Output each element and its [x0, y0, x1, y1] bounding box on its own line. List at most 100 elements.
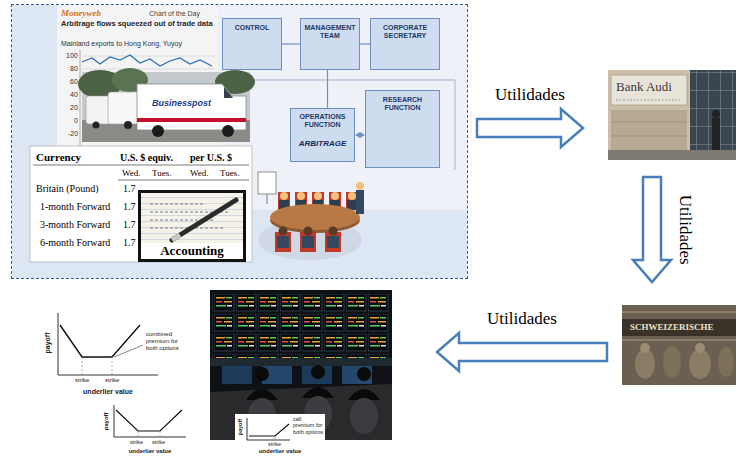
node-text: payoff — [103, 412, 110, 430]
van-photo — [93, 122, 100, 129]
node-text: 1.7 — [123, 201, 136, 213]
node-text: 1.7 — [123, 183, 136, 195]
payoff-chart-drawing — [235, 414, 325, 457]
van-photo — [124, 121, 132, 129]
connector-line — [355, 132, 365, 138]
meeting-clipart — [280, 192, 288, 200]
node-text: RESEARCH FUNCTION — [368, 96, 437, 112]
node-text: Wed. — [122, 168, 141, 178]
block-arrow — [633, 177, 671, 282]
node-text: ARBITRAGE — [293, 139, 352, 148]
axis-tick-label: 100 — [66, 52, 78, 60]
van-photo — [78, 68, 255, 142]
meeting-clipart — [348, 192, 356, 200]
bank-photo — [622, 305, 736, 385]
van-photo — [224, 87, 233, 98]
bank-photo — [695, 343, 705, 353]
node-text: Chart of the Day — [149, 10, 200, 18]
node-text: U.S. $ equiv. — [120, 152, 173, 164]
payoff-chart-drawing — [235, 414, 325, 457]
bank-photo — [622, 319, 736, 336]
connector-line — [282, 44, 300, 45]
node-text: Bank Audi — [616, 80, 672, 95]
currency-table-sheet — [30, 146, 252, 262]
org-chart-sheet — [240, 80, 455, 170]
connector-line — [327, 70, 328, 108]
payoff-chart: payoffstrikestrikecombined premium for b… — [40, 305, 190, 400]
chart-sheet — [80, 50, 81, 145]
node-text: Mainland exports to Hong Kong, Yuyoy — [61, 40, 182, 48]
block-arrow — [437, 333, 607, 371]
node-text: call premium for both options — [293, 416, 323, 435]
bank-photo — [608, 70, 736, 160]
group-ground — [12, 5, 467, 278]
meeting-clipart — [331, 192, 339, 200]
trading-floor-photo — [342, 366, 372, 384]
bank-photo — [611, 122, 687, 136]
meeting-clipart — [304, 227, 313, 236]
arrow-head — [355, 132, 360, 138]
bank-photo — [608, 70, 736, 160]
meeting-clipart — [327, 236, 339, 248]
trading-floor-photo — [222, 366, 252, 384]
chart-sheet — [82, 56, 215, 69]
accounting-photo — [150, 204, 230, 228]
edge-label: Utilidades — [487, 309, 557, 329]
accounting-photo — [138, 190, 246, 262]
node-text: Arbitrage flows squeezed out of trade da… — [61, 20, 214, 29]
payoff-chart-drawing — [138, 431, 160, 437]
accounting-photo — [138, 190, 246, 262]
accounting-photo — [172, 235, 180, 240]
payoff-chart-drawing — [114, 405, 186, 437]
node-text: Businesspost — [152, 98, 211, 108]
payoff-chart-drawing — [275, 436, 276, 440]
meeting-clipart — [277, 236, 289, 248]
node-text: strike — [130, 439, 143, 445]
node-text: underlier value — [114, 448, 186, 455]
van-photo — [222, 125, 234, 137]
payoff-chart-drawing — [58, 313, 158, 375]
accounting-photo — [172, 200, 236, 240]
bank-photo — [712, 110, 720, 118]
bank-photo: Bank Audi — [608, 70, 736, 160]
meeting-clipart — [267, 194, 268, 204]
meeting-clipart — [302, 236, 314, 248]
meeting-clipart — [314, 192, 322, 200]
connector-line — [360, 43, 370, 44]
payoff-chart-drawing — [249, 424, 289, 436]
node-text: Currency — [36, 151, 81, 164]
axis-tick-label: 80 — [70, 65, 78, 73]
trading-floor-photo — [311, 365, 325, 379]
meeting-clipart — [270, 204, 360, 230]
node-text: payoff — [237, 419, 243, 436]
block-arrow — [437, 333, 607, 371]
axis-tick-label: -20 — [68, 130, 78, 138]
org-box: MANAGEMENT TEAM — [300, 18, 360, 70]
bank-photo — [635, 349, 655, 379]
trading-floor-photo — [212, 292, 390, 358]
org-box: CORPORATE SECRETARY — [370, 18, 440, 70]
node-text: per U.S. $ — [190, 152, 232, 164]
node-text: underlier value — [247, 448, 313, 455]
van-photo — [152, 125, 164, 137]
edge-label: Utilidades — [675, 194, 695, 264]
node-text: strike — [152, 439, 165, 445]
org-box: RESEARCH FUNCTION — [365, 90, 440, 168]
bank-photo — [622, 305, 736, 385]
accounting-photo: Accounting — [138, 190, 246, 262]
trading-floor-photo — [255, 367, 269, 381]
org-chart-sheet — [218, 5, 467, 210]
node-text: 1.7 — [123, 219, 136, 231]
axis-tick-label: 60 — [70, 78, 78, 86]
node-text: Britain (Pound) — [36, 183, 99, 195]
payoff-chart-drawing — [40, 305, 190, 400]
node-text: Tues. — [220, 168, 239, 178]
node-text: CONTROL — [225, 24, 279, 32]
bank-photo — [712, 118, 720, 150]
meeting-clipart — [297, 192, 305, 200]
bank-photo — [690, 70, 736, 160]
dashed-group: MoneywebChart of the DayArbitrage flows … — [12, 5, 467, 278]
van-photo: Businesspost — [82, 72, 250, 142]
payoff-chart-drawing — [82, 357, 112, 375]
bank-photo — [663, 346, 681, 378]
